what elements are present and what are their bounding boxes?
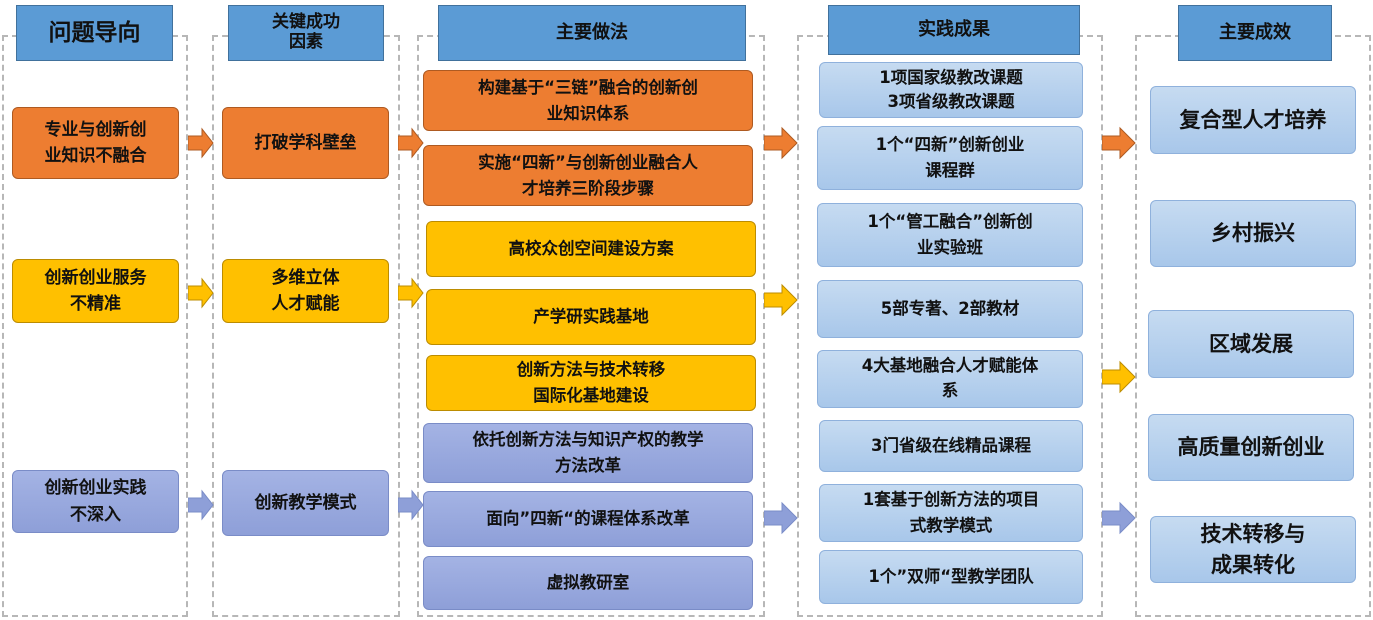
problem-box: 专业与创新创 业知识不融合 [12,107,179,179]
result-box: 3门省级在线精品课程 [819,420,1083,472]
result-box: 1个”双师“型教学团队 [819,550,1083,604]
header-results: 实践成果 [828,5,1080,55]
arrow-right-icon [188,127,214,159]
factor-box: 打破学科壁垒 [222,107,389,179]
arrow-right-icon [764,126,798,160]
arrow-right-icon [1102,360,1136,394]
effect-box: 技术转移与 成果转化 [1150,516,1356,583]
factor-box: 创新教学模式 [222,470,389,536]
header-effects: 主要成效 [1178,5,1332,61]
arrow-right-icon [188,277,214,309]
header-problem: 问题导向 [16,5,173,61]
arrow-right-icon [398,277,424,309]
arrow-right-icon [1102,126,1136,160]
arrow-right-icon [764,501,798,535]
practice-box: 高校众创空间建设方案 [426,221,756,277]
problem-box: 创新创业服务 不精准 [12,259,179,323]
header-practices: 主要做法 [438,5,746,61]
effect-box: 乡村振兴 [1150,200,1356,267]
practice-box: 依托创新方法与知识产权的教学 方法改革 [423,423,753,483]
result-box: 1个“四新”创新创业 课程群 [817,126,1083,190]
result-box: 1个“管工融合”创新创 业实验班 [817,203,1083,267]
effect-box: 高质量创新创业 [1148,414,1354,481]
practice-box: 面向”四新“的课程体系改革 [423,491,753,547]
effect-box: 复合型人才培养 [1150,86,1356,154]
arrow-right-icon [398,489,424,521]
practice-box: 构建基于“三链”融合的创新创 业知识体系 [423,70,753,131]
practice-box: 创新方法与技术转移 国际化基地建设 [426,355,756,411]
practice-box: 虚拟教研室 [423,556,753,610]
arrow-right-icon [398,127,424,159]
result-box: 1项国家级教改课题 3项省级教改课题 [819,62,1083,118]
result-box: 1套基于创新方法的项目 式教学模式 [819,484,1083,542]
effect-box: 区域发展 [1148,310,1354,378]
arrow-right-icon [1102,501,1136,535]
practice-box: 实施“四新”与创新创业融合人 才培养三阶段步骤 [423,145,753,206]
result-box: 4大基地融合人才赋能体 系 [817,350,1083,408]
arrow-right-icon [764,283,798,317]
header-factors: 关键成功 因素 [228,5,384,61]
arrow-right-icon [188,489,214,521]
practice-box: 产学研实践基地 [426,289,756,345]
result-box: 5部专著、2部教材 [817,280,1083,338]
problem-box: 创新创业实践 不深入 [12,470,179,533]
factor-box: 多维立体 人才赋能 [222,259,389,323]
